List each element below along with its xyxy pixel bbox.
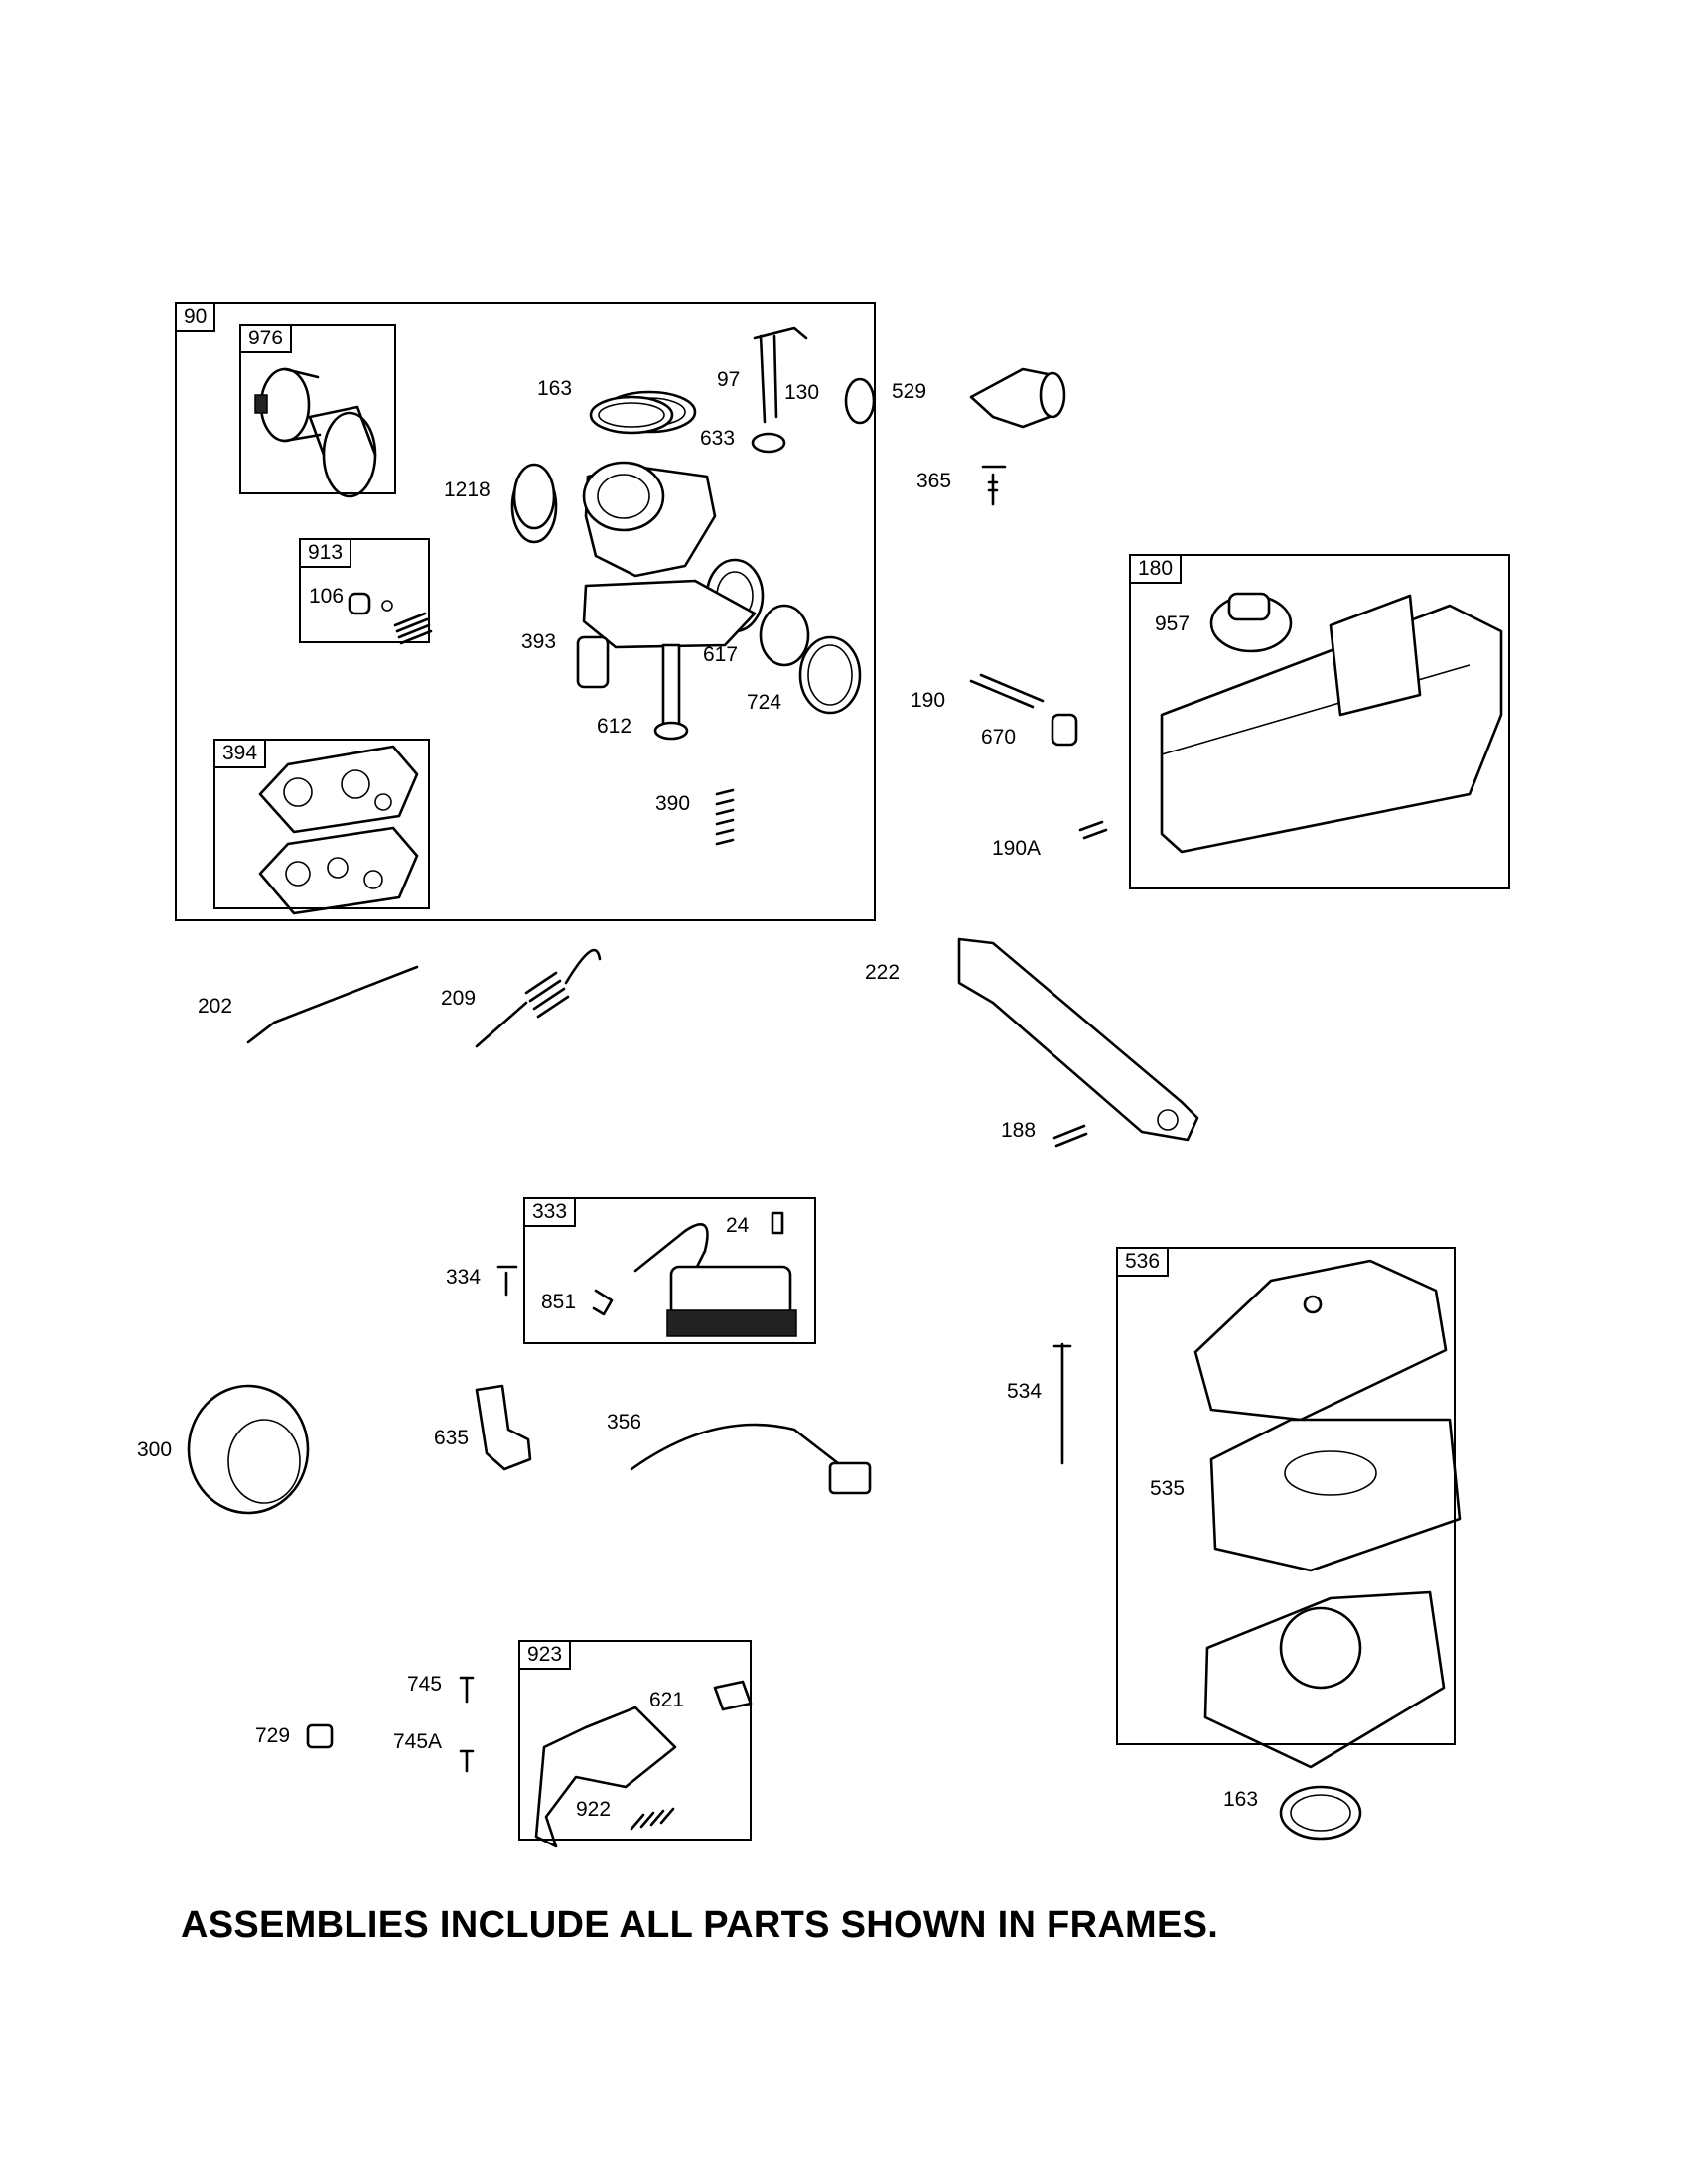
frame-90: 90 <box>175 302 876 921</box>
label-729: 729 <box>255 1724 291 1747</box>
frame-536: 536 <box>1116 1247 1456 1745</box>
part-1218-ring <box>512 463 556 530</box>
label-356: 356 <box>607 1411 642 1433</box>
frame-333: 333 <box>523 1197 816 1344</box>
label-670: 670 <box>981 726 1017 749</box>
part-976-illustration <box>254 367 377 498</box>
frame-tag-180: 180 <box>1129 554 1183 584</box>
label-390: 390 <box>655 792 691 815</box>
frame-180: 180 <box>1129 554 1510 889</box>
frame-394: 394 <box>213 739 430 909</box>
label-529: 529 <box>892 380 927 403</box>
label-745: 745 <box>407 1673 443 1696</box>
label-202: 202 <box>198 995 233 1018</box>
label-24: 24 <box>726 1214 750 1237</box>
label-106: 106 <box>309 585 345 608</box>
frame-913: 913 <box>299 538 430 643</box>
label-635: 635 <box>434 1427 470 1449</box>
footer-note: ASSEMBLIES INCLUDE ALL PARTS SHOWN IN FR… <box>181 1904 1219 1946</box>
frame-tag-90: 90 <box>175 302 216 332</box>
label-188: 188 <box>1001 1119 1037 1142</box>
label-745A: 745A <box>393 1730 443 1753</box>
label-534: 534 <box>1007 1380 1043 1403</box>
frame-923: 923 <box>518 1640 752 1841</box>
label-535: 535 <box>1150 1477 1186 1500</box>
label-334: 334 <box>446 1266 482 1289</box>
label-612: 612 <box>597 715 632 738</box>
label-957: 957 <box>1155 613 1191 635</box>
frame-tag-913: 913 <box>299 538 352 568</box>
fuel-tank-illustration <box>1160 592 1503 854</box>
ignition-coil-illustration <box>633 1211 797 1337</box>
frame-tag-394: 394 <box>213 739 267 768</box>
label-393: 393 <box>521 630 557 653</box>
frame-tag-923: 923 <box>518 1640 572 1670</box>
label-1218: 1218 <box>444 478 491 501</box>
label-190A: 190A <box>992 837 1042 860</box>
label-621: 621 <box>649 1689 685 1711</box>
part-394-illustration <box>258 745 419 915</box>
part-202-link <box>246 965 419 1044</box>
air-cleaner-illustration <box>1193 1259 1462 1769</box>
frame-tag-976: 976 <box>239 324 293 353</box>
label-163-bottom: 163 <box>1223 1788 1259 1811</box>
label-365: 365 <box>916 470 952 492</box>
label-922: 922 <box>576 1798 612 1821</box>
label-633: 633 <box>700 427 736 450</box>
frame-976: 976 <box>239 324 396 494</box>
label-300: 300 <box>137 1438 173 1461</box>
label-222: 222 <box>865 961 901 984</box>
frame-tag-333: 333 <box>523 1197 577 1227</box>
label-97: 97 <box>717 368 741 391</box>
label-163-top: 163 <box>537 377 573 400</box>
label-130: 130 <box>784 381 820 404</box>
label-724: 724 <box>747 691 782 714</box>
part-913-illustration <box>348 592 433 645</box>
label-190: 190 <box>911 689 946 712</box>
label-617: 617 <box>703 643 739 666</box>
label-209: 209 <box>441 987 477 1010</box>
frame-tag-536: 536 <box>1116 1247 1170 1277</box>
label-851: 851 <box>541 1291 577 1313</box>
